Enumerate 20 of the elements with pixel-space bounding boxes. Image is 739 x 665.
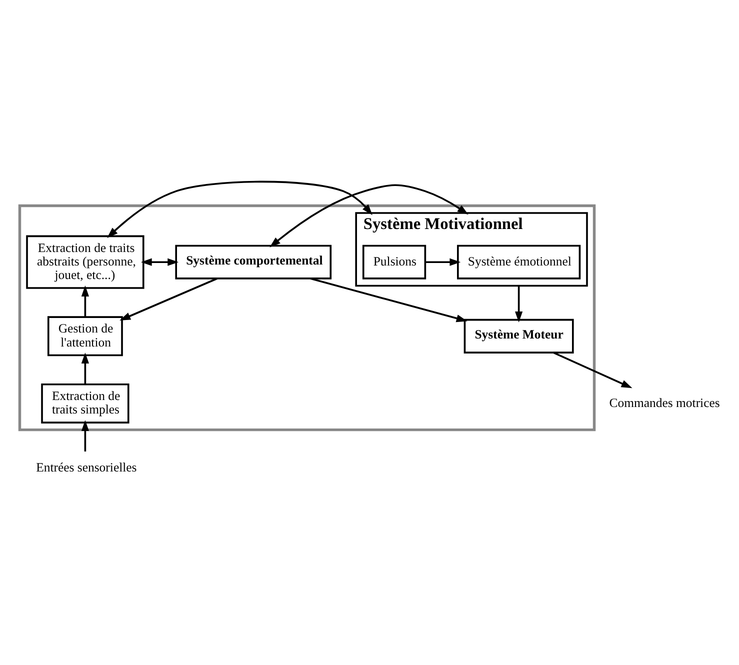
arrow bbox=[107, 180, 372, 238]
node-text: Commandes motrices bbox=[609, 395, 720, 410]
node-box: Système comportemental bbox=[175, 244, 332, 279]
arrow bbox=[140, 258, 179, 266]
node-box: Gestion de l'attention bbox=[47, 316, 123, 356]
node-box: Système émotionnel bbox=[457, 244, 581, 279]
arrow bbox=[514, 285, 523, 322]
arrow bbox=[81, 352, 90, 384]
arrow bbox=[120, 277, 218, 320]
node-text: Entrées sensorielles bbox=[36, 460, 137, 474]
arrow bbox=[425, 258, 461, 266]
arrow bbox=[81, 420, 90, 451]
arrow bbox=[81, 285, 90, 316]
node-box: Extraction de traits abstraits (personne, jouet, etc...) bbox=[26, 234, 144, 288]
arrow bbox=[270, 184, 468, 247]
arrow bbox=[552, 351, 632, 388]
arrow bbox=[310, 277, 468, 322]
node-box: Système Moteur bbox=[464, 318, 574, 353]
node-box: Pulsions bbox=[362, 244, 426, 279]
node-box: Extraction de traits simples bbox=[41, 382, 130, 423]
